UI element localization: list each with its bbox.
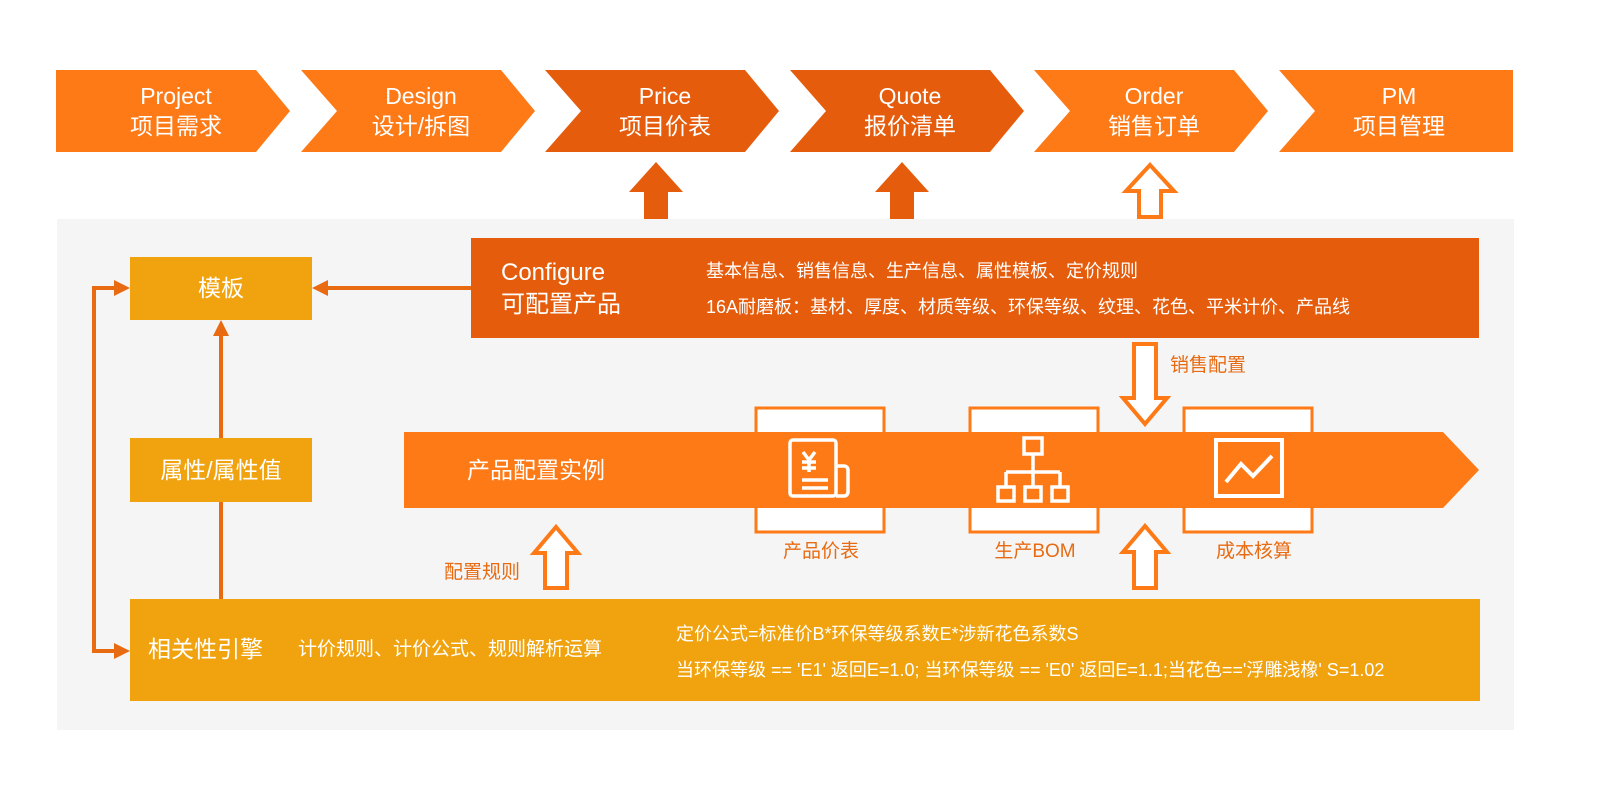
attribute-label: 属性/属性值: [160, 457, 282, 483]
hierarchy-icon: [996, 436, 1070, 503]
up-arrowhead-icon: [213, 320, 229, 336]
configure-desc-1: 基本信息、销售信息、生产信息、属性模板、定价规则: [706, 261, 1138, 281]
step-label-en: Order: [1124, 83, 1184, 109]
attribute-box: 属性/属性值: [130, 438, 312, 502]
hollow-up-arrow-icon: [529, 523, 583, 590]
instance-label: 产品配置实例: [467, 457, 605, 483]
step-project: Project 项目需求: [56, 70, 296, 152]
step-order: Order 销售订单: [1034, 70, 1274, 152]
configure-title-en: Configure: [501, 259, 606, 286]
output-label-price-list: 产品价表: [782, 541, 859, 562]
engine-formula-2: 当环保等级 == 'E1' 返回E=1.0; 当环保等级 == 'E0' 返回E…: [676, 660, 1385, 680]
step-label-zh: 报价清单: [864, 113, 956, 139]
step-label-en: PM: [1381, 83, 1417, 109]
correlation-engine: 相关性引擎 计价规则、计价公式、规则解析运算 定价公式=标准价B*环保等级系数E…: [130, 599, 1480, 701]
chevron-shape: [790, 70, 1024, 152]
sales-config-label: 销售配置: [1170, 355, 1247, 376]
engine-name: 相关性引擎: [148, 636, 263, 662]
step-label-en: Project: [140, 83, 212, 109]
step-design: Design 设计/拆图: [301, 70, 541, 152]
step-pm: PM 项目管理: [1279, 70, 1519, 152]
template-box: 模板: [130, 257, 312, 320]
configure-box: Configure 可配置产品 基本信息、销售信息、生产信息、属性模板、定价规则…: [471, 238, 1479, 338]
up-arrow-icon: [875, 162, 929, 219]
chevron-shape: [56, 70, 290, 152]
configure-title-zh: 可配置产品: [501, 291, 621, 318]
engine-rules: 计价规则、计价公式、规则解析运算: [298, 639, 603, 660]
step-label-zh: 项目价表: [619, 113, 711, 139]
hollow-down-arrow-icon: [1118, 342, 1172, 428]
step-label-en: Design: [385, 83, 457, 109]
chevron-shape: [301, 70, 535, 152]
template-label: 模板: [198, 275, 244, 301]
config-rules-label: 配置规则: [444, 562, 521, 583]
step-label-zh: 项目需求: [130, 113, 222, 139]
left-arrowhead-icon: [312, 280, 328, 296]
step-label-zh: 销售订单: [1108, 113, 1200, 139]
output-label-cost: 成本核算: [1215, 541, 1292, 562]
right-arrowhead-icon: [114, 643, 130, 659]
step-label-zh: 设计/拆图: [371, 113, 471, 139]
step-price: Price 项目价表: [545, 70, 785, 152]
step-quote: Quote 报价清单: [790, 70, 1030, 152]
up-arrow-icon: [629, 162, 683, 219]
hollow-up-arrow-icon: [1118, 522, 1172, 590]
chevron-shape: [1279, 70, 1513, 152]
trend-chart-icon: [1214, 438, 1284, 498]
hollow-up-arrow-icon: [1121, 162, 1179, 219]
yen-document-icon: [788, 438, 850, 498]
output-label-bom: 生产BOM: [994, 541, 1076, 562]
instance-banner: [404, 432, 1479, 508]
step-label-en: Quote: [878, 83, 942, 109]
configure-desc-2: 16A耐磨板：基材、厚度、材质等级、环保等级、纹理、花色、平米计价、产品线: [706, 297, 1351, 317]
chevron-shape: [545, 70, 779, 152]
step-label-zh: 项目管理: [1353, 113, 1445, 139]
step-label-en: Price: [638, 83, 692, 109]
right-arrowhead-icon: [114, 280, 130, 296]
engine-formula-1: 定价公式=标准价B*环保等级系数E*涉新花色系数S: [676, 624, 1079, 644]
chevron-shape: [1034, 70, 1268, 152]
